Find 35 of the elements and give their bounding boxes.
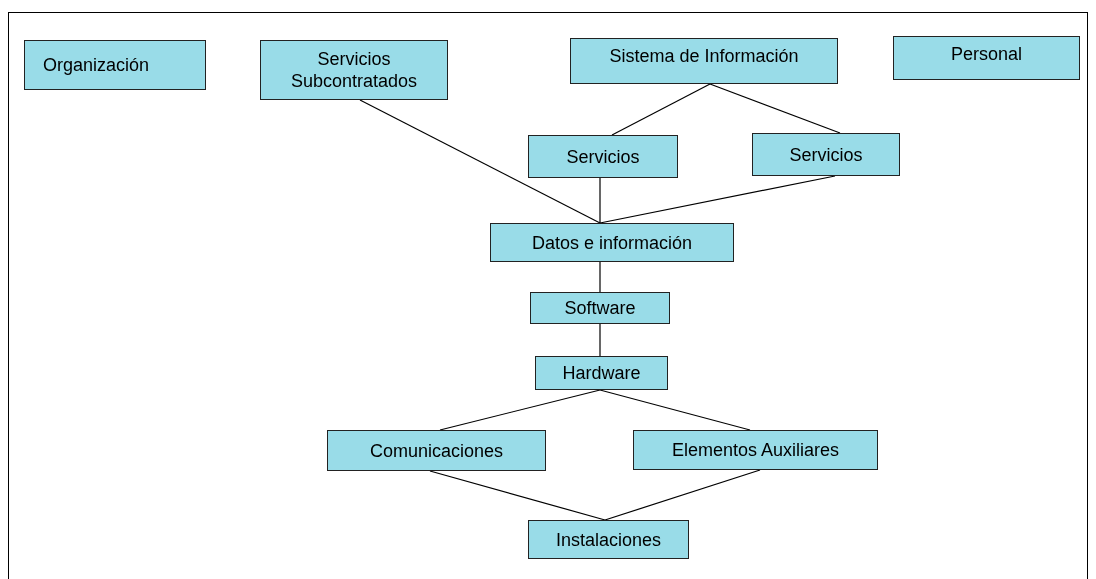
box-label: Datos e información [531, 231, 693, 254]
process-box [528, 520, 689, 559]
box-label: Comunicaciones [369, 439, 504, 462]
process-box [327, 430, 546, 471]
box-label: Servicios [789, 143, 863, 166]
connector-line [599, 261, 601, 293]
connector-line [599, 323, 601, 357]
box-label: Instalaciones [555, 528, 662, 551]
box-label: Hardware [562, 362, 641, 384]
process-box [490, 223, 734, 262]
box-label: Software [564, 297, 636, 319]
process-box [528, 135, 678, 178]
process-box [633, 430, 878, 470]
process-box [24, 40, 206, 90]
connector-line [599, 175, 836, 224]
process-box [893, 36, 1080, 80]
connector-line [359, 99, 601, 224]
connector-line [599, 177, 601, 224]
process-box [530, 292, 670, 324]
connector-line [611, 83, 711, 136]
process-box [535, 356, 668, 390]
connector-line [439, 389, 601, 431]
box-label: Servicios [566, 145, 640, 168]
box-label: Sistema de Información [609, 45, 799, 67]
box-label: Personal [950, 43, 1022, 65]
box-label: Organización [43, 54, 150, 76]
box-label: Elementos Auxiliares [671, 439, 840, 461]
connector-line [604, 469, 761, 521]
process-box [752, 133, 900, 176]
box-label: Servicios Subcontratados [289, 48, 419, 92]
process-box [260, 40, 448, 100]
connector-line [429, 470, 606, 521]
connector-line [709, 83, 841, 134]
connector-line [599, 389, 751, 431]
process-box [570, 38, 838, 84]
